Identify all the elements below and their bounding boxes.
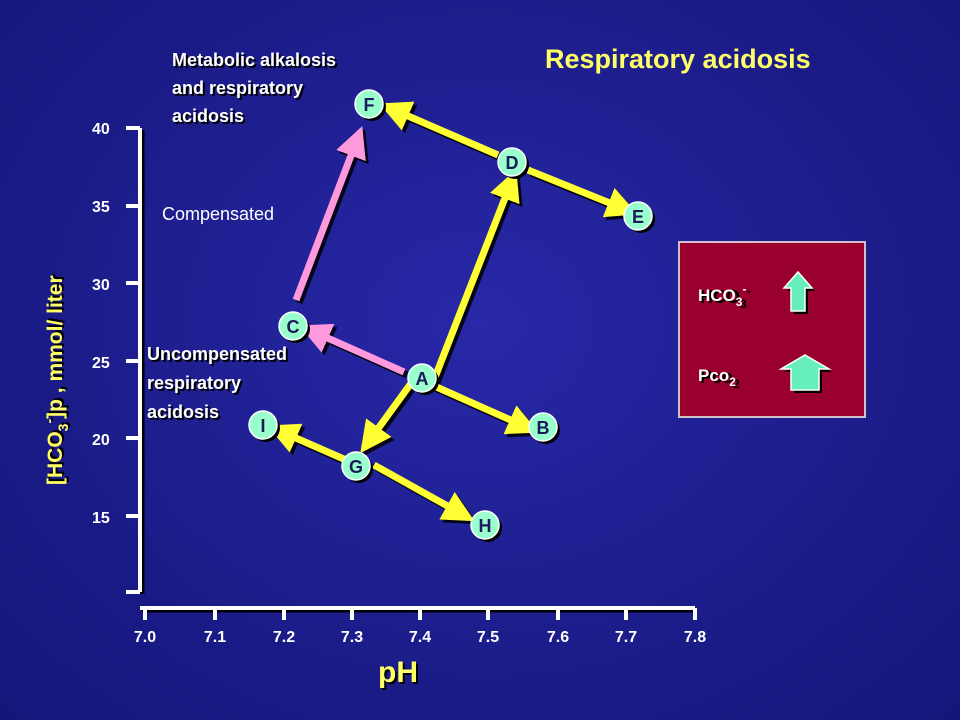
point-c: C bbox=[278, 311, 310, 343]
arrow-a-to-c bbox=[299, 323, 406, 376]
annotation-line: respiratory bbox=[147, 373, 241, 393]
y-tick-label: 40 bbox=[92, 121, 110, 138]
legend-box: HCO3- HCO3- Pco2 Pco2 bbox=[678, 241, 866, 418]
points: F D E C A B I bbox=[248, 89, 655, 542]
y-tick-label: 30 bbox=[92, 277, 110, 294]
point-a: A bbox=[407, 363, 439, 395]
arrow-a-to-d bbox=[428, 169, 520, 387]
x-tick-label: 7.1 bbox=[204, 629, 226, 646]
svg-text:acidosis: acidosis bbox=[174, 108, 246, 128]
slide-title: Respiratory acidosis bbox=[545, 44, 811, 74]
svg-text:Pco2: Pco2 bbox=[700, 367, 740, 391]
annotation-metabolic-alkalosis: Metabolic alkalosis Metabolic alkalosis … bbox=[172, 50, 338, 128]
x-tick-labels: 7.0 7.1 7.2 7.3 7.4 7.5 7.6 7.7 7.8 bbox=[134, 629, 706, 646]
point-e: E bbox=[623, 201, 655, 233]
arrow-d-to-f bbox=[379, 101, 500, 159]
arrow-c-to-f bbox=[292, 126, 366, 302]
annotation-line: Uncompensated bbox=[147, 344, 287, 364]
x-axis-title: pH pH bbox=[378, 656, 420, 691]
svg-text:[HCO3-]p , mmol/ liter: [HCO3-]p , mmol/ liter bbox=[43, 273, 73, 483]
svg-text:and respiratory: and respiratory bbox=[174, 80, 305, 100]
arrow-up-icon bbox=[782, 270, 815, 314]
x-tick-label: 7.3 bbox=[341, 629, 363, 646]
arrow-d-to-e bbox=[526, 166, 638, 218]
annotation-line: and respiratory bbox=[172, 78, 303, 98]
legend-hco3: HCO3- HCO3- bbox=[698, 270, 815, 314]
point-i: I bbox=[248, 410, 280, 442]
annotation-line: acidosis bbox=[172, 106, 244, 126]
annotation-text: Compensated bbox=[162, 204, 274, 224]
annotation-uncompensated: Uncompensated Uncompensated respiratory … bbox=[147, 344, 289, 424]
svg-text:G: G bbox=[349, 457, 363, 477]
x-tick-label: 7.0 bbox=[134, 629, 156, 646]
y-axis-title: [HCO3-]p , mmol/ liter [HCO3-]p , mmol/ … bbox=[41, 273, 73, 485]
svg-text:HCO3-: HCO3- bbox=[700, 284, 751, 311]
y-tick-labels: 40 35 30 25 20 15 bbox=[92, 121, 110, 527]
svg-text:pH: pH bbox=[380, 658, 420, 691]
svg-text:E: E bbox=[632, 207, 644, 227]
legend-pco2: Pco2 Pco2 bbox=[698, 354, 832, 393]
arrow-g-to-h bbox=[372, 461, 475, 522]
annotation-line: acidosis bbox=[147, 402, 219, 422]
point-d: D bbox=[497, 147, 529, 179]
x-tick-label: 7.6 bbox=[547, 629, 569, 646]
x-tick-label: 7.7 bbox=[615, 629, 637, 646]
x-tick-label: 7.2 bbox=[273, 629, 295, 646]
svg-text:F: F bbox=[364, 95, 375, 115]
x-tick-label: 7.5 bbox=[477, 629, 499, 646]
arrow-up-icon bbox=[778, 354, 832, 393]
point-f: F bbox=[354, 89, 386, 121]
x-tick-label: 7.4 bbox=[409, 629, 431, 646]
point-h: H bbox=[470, 510, 502, 542]
svg-text:Uncompensated: Uncompensated bbox=[149, 346, 289, 366]
svg-text:B: B bbox=[537, 418, 550, 438]
arrows bbox=[267, 101, 641, 525]
arrow-a-to-b bbox=[430, 381, 539, 435]
svg-text:D: D bbox=[506, 153, 519, 173]
x-axis bbox=[140, 606, 697, 620]
x-axis-title-text: pH bbox=[378, 656, 418, 689]
y-axis-title-text: [HCO3-]p , mmol/ liter bbox=[41, 275, 71, 485]
point-g: G bbox=[341, 451, 373, 483]
svg-text:H: H bbox=[479, 516, 492, 536]
arrow-a-to-g bbox=[360, 379, 415, 454]
annotation-compensated: Compensated bbox=[162, 204, 274, 224]
y-tick-label: 25 bbox=[92, 355, 110, 372]
y-tick-label: 20 bbox=[92, 432, 110, 449]
slide-title-text: Respiratory acidosis bbox=[545, 44, 811, 74]
point-b: B bbox=[528, 412, 560, 444]
svg-text:I: I bbox=[260, 416, 265, 436]
x-tick-label: 7.8 bbox=[684, 629, 706, 646]
arrow-g-to-i bbox=[267, 423, 348, 464]
y-tick-label: 35 bbox=[92, 199, 110, 216]
legend-hco3-label: HCO3- bbox=[698, 282, 746, 309]
svg-text:acidosis: acidosis bbox=[149, 404, 221, 424]
y-tick-label: 15 bbox=[92, 510, 110, 527]
y-axis bbox=[126, 126, 145, 594]
svg-text:respiratory: respiratory bbox=[149, 375, 243, 395]
svg-text:Metabolic alkalosis: Metabolic alkalosis bbox=[174, 52, 338, 72]
legend-pco2-label: Pco2 bbox=[698, 366, 736, 389]
annotation-line: Metabolic alkalosis bbox=[172, 50, 336, 70]
svg-text:A: A bbox=[416, 369, 429, 389]
svg-text:C: C bbox=[287, 317, 300, 337]
